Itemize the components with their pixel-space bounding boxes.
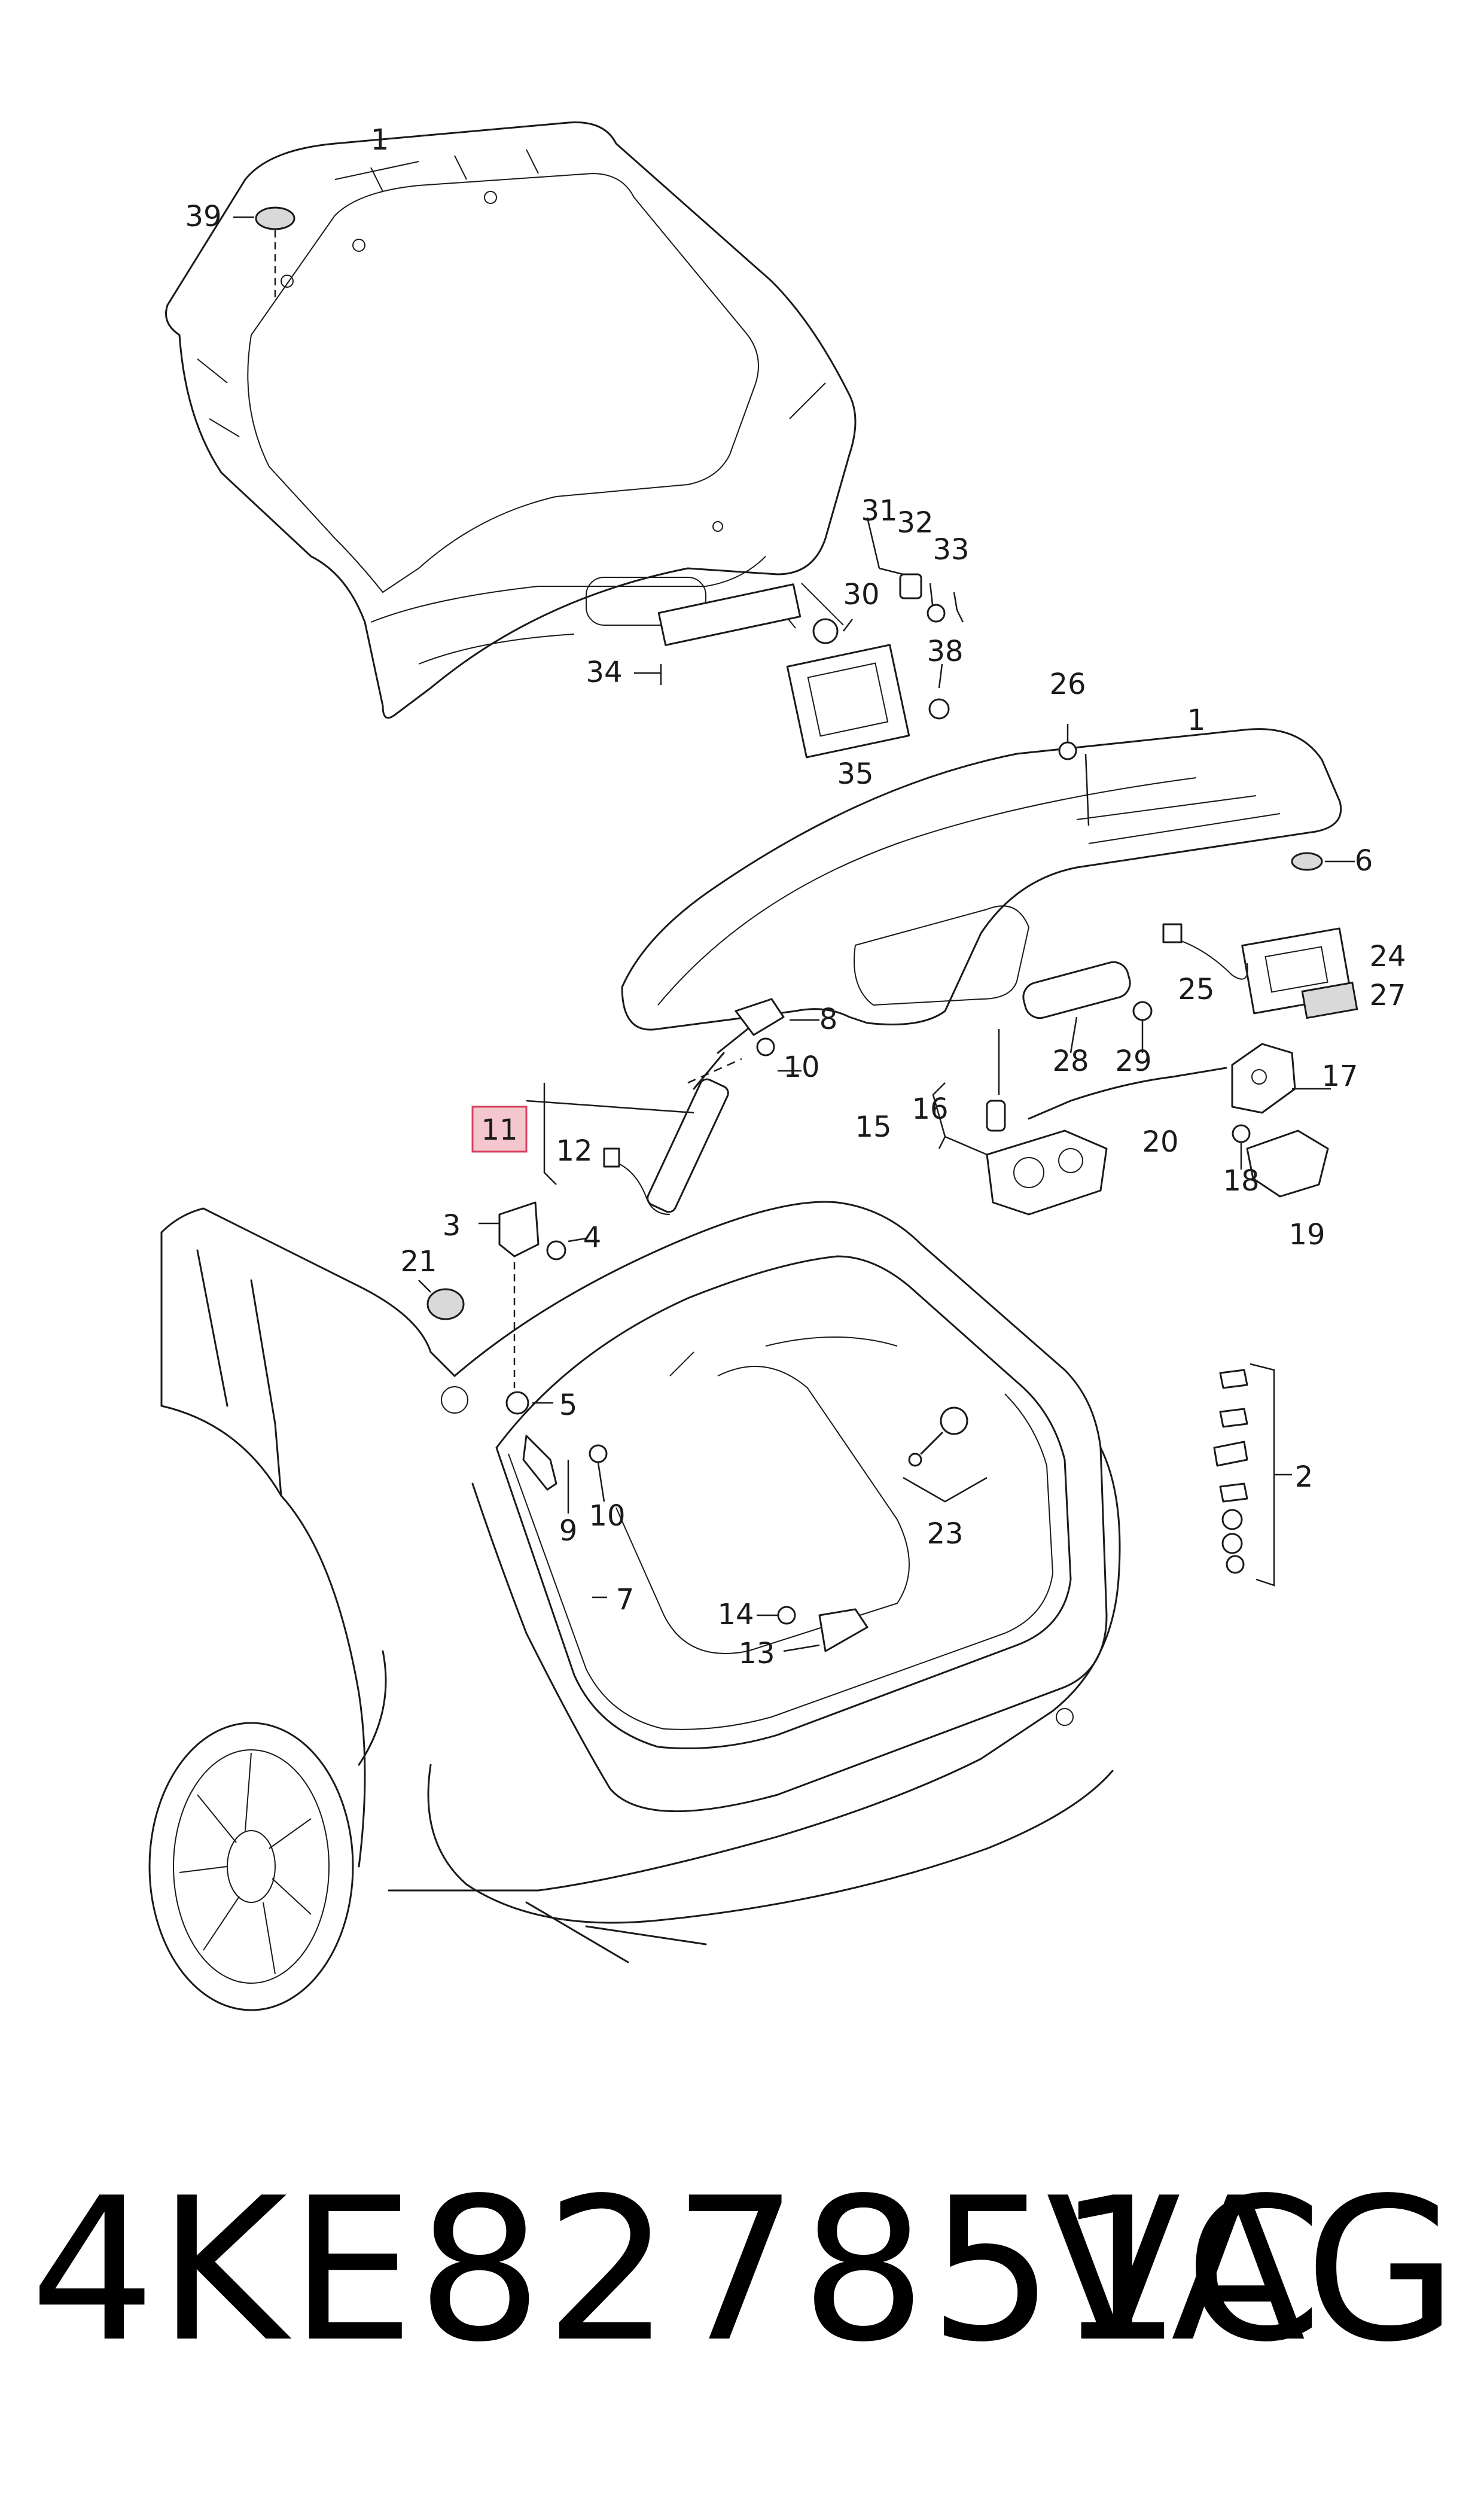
callout-11: 11 (481, 1113, 517, 1147)
callout-30: 30 (843, 578, 879, 611)
callout-18: 18 (1223, 1164, 1259, 1198)
gas-strut-11 (526, 1028, 749, 1215)
hardware-upper (634, 517, 964, 759)
callout-25: 25 (1178, 973, 1214, 1006)
callout-10: 10 (783, 1051, 819, 1084)
callout-8: 8 (819, 1003, 838, 1036)
callout-31: 31 (861, 494, 897, 528)
callout-5: 5 (559, 1389, 578, 1422)
switch-parts (1162, 923, 1358, 1019)
callout-29: 29 (1115, 1045, 1151, 1078)
callout-39: 39 (185, 200, 221, 233)
callout-28: 28 (1052, 1045, 1089, 1078)
callout-12: 12 (556, 1134, 592, 1168)
callout-14: 14 (717, 1598, 754, 1631)
callout-21: 21 (400, 1245, 437, 1278)
callout-9: 9 (559, 1514, 578, 1548)
callout-17: 17 (1321, 1059, 1358, 1093)
catch-23 (903, 1406, 988, 1503)
callout-35: 35 (837, 757, 873, 791)
tailgate-inner (621, 728, 1342, 1031)
callout-highlight-11 (471, 1106, 528, 1153)
lock-parts (1231, 1043, 1331, 1198)
car-body (160, 1201, 1121, 1963)
callout-6: 6 (1355, 844, 1373, 878)
callout-3: 3 (443, 1209, 461, 1243)
callout-38: 38 (927, 635, 963, 668)
callout-1: 1 (1187, 704, 1206, 737)
part-number: 4KE827851C (30, 2155, 1325, 2385)
callout-7: 7 (616, 1583, 635, 1616)
parts-diagram: 1393132333034383526162425278102829171615… (148, 121, 1406, 2011)
screw-set-2 (1213, 1363, 1292, 1587)
callout-2: 2 (1295, 1460, 1314, 1494)
callout-20: 20 (1142, 1125, 1178, 1159)
callout-32: 32 (897, 506, 933, 540)
callout-1: 1 (371, 123, 389, 157)
brand-name: VAG (1046, 2155, 1460, 2385)
hardware-inner (1058, 724, 1355, 871)
hinge-area (418, 1201, 608, 1514)
grommet-39 (233, 206, 295, 299)
wheel (148, 1722, 354, 2011)
callout-27: 27 (1369, 979, 1406, 1012)
callout-15: 15 (855, 1110, 891, 1144)
callout-24: 24 (1369, 940, 1406, 973)
callout-26: 26 (1049, 668, 1086, 701)
footer: 4KE827851C VAG (0, 2172, 1484, 2483)
tailgate-outer (165, 121, 857, 719)
bracket-8 (687, 998, 819, 1084)
callout-19: 19 (1288, 1218, 1325, 1252)
callout-10: 10 (589, 1499, 625, 1533)
callout-13: 13 (738, 1637, 775, 1670)
callout-23: 23 (927, 1517, 963, 1551)
callout-34: 34 (586, 656, 622, 689)
cable-motor (932, 1029, 1227, 1216)
callout-16: 16 (912, 1092, 948, 1126)
callout-4: 4 (583, 1221, 602, 1255)
motor-28 (1022, 961, 1153, 1054)
striker-parts (757, 1606, 869, 1652)
callout-33: 33 (933, 533, 969, 567)
